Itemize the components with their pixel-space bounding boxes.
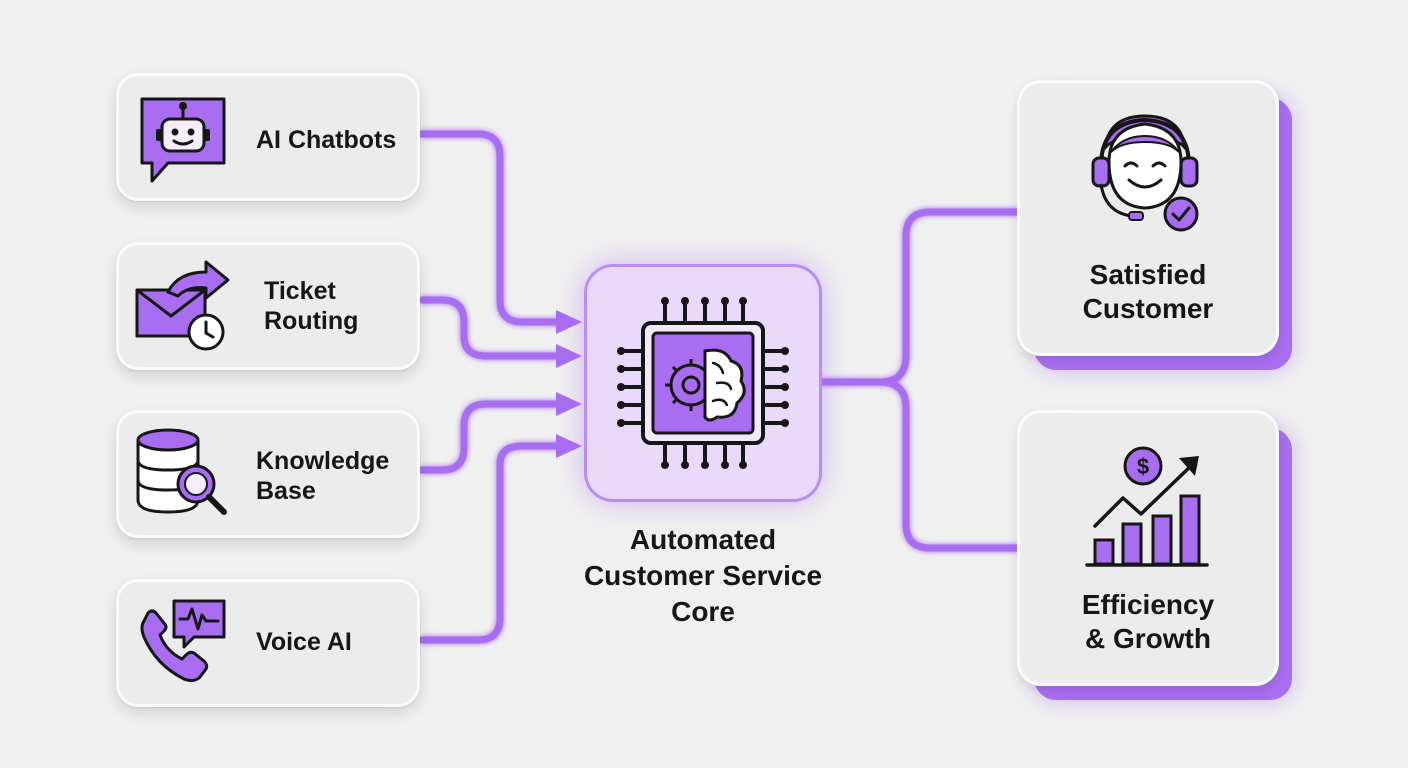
core-label: Automated Customer Service Core	[583, 524, 823, 627]
wire-core-out-lower	[876, 378, 1020, 552]
input-card-ticket-routing: Ticket Routing	[116, 242, 420, 370]
input-label: Voice AI	[256, 628, 352, 656]
output-label: Satisfied Customer	[1082, 259, 1214, 324]
robot-chat-icon	[140, 97, 226, 183]
output-label: Efficiency & Growth	[1081, 589, 1215, 654]
growth-chart-icon: $	[1085, 446, 1209, 567]
mail-routing-icon	[135, 260, 230, 351]
input-card-ai-chatbots: AI Chatbots	[116, 73, 420, 201]
arrow-head-3	[556, 392, 582, 416]
chip-brain-gear-icon	[617, 297, 789, 469]
core-node	[587, 267, 819, 499]
input-label: Knowledge Base	[256, 447, 390, 505]
arrow-head-4	[556, 434, 582, 458]
arrow-head-2	[556, 344, 582, 368]
wire-ticket-routing	[418, 296, 564, 360]
input-card-knowledge-base: Knowledge Base	[116, 410, 420, 538]
wire-ai-chatbots	[418, 130, 564, 326]
svg-text:$: $	[1137, 454, 1149, 479]
phone-voice-icon	[140, 599, 226, 683]
wire-core-out	[818, 208, 1020, 386]
database-search-icon	[136, 428, 227, 515]
headset-agent-icon	[1091, 114, 1199, 232]
input-card-voice-ai: Voice AI	[116, 579, 420, 707]
output-card-satisfied-customer: Satisfied Customer	[1017, 80, 1279, 356]
wire-knowledge-base	[418, 400, 564, 474]
wire-voice-ai	[418, 442, 564, 644]
arrow-head-1	[556, 310, 582, 334]
input-label: AI Chatbots	[256, 126, 397, 154]
output-card-efficiency-growth: $ Efficiency & Growth	[1017, 410, 1279, 686]
input-label: Ticket Routing	[264, 277, 359, 335]
